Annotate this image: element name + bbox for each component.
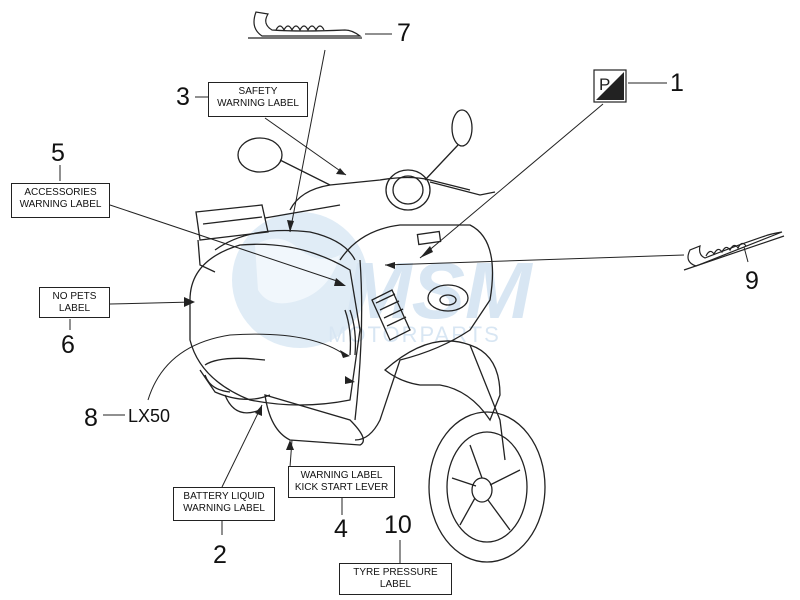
svg-text:P: P: [599, 75, 610, 94]
callout-number-7: 7: [397, 19, 411, 47]
callout-number-4: 4: [334, 515, 348, 543]
scooter-illustration: [189, 109, 546, 563]
vespa-logo-7: [248, 11, 362, 39]
label-line: WARNING LABEL: [300, 470, 383, 481]
callout-number-10: 10: [384, 511, 412, 539]
callout-number-2: 2: [213, 541, 227, 569]
label-box-accessories-warning: ACCESSORIES WARNING LABEL: [11, 183, 110, 218]
label-line: WARNING LABEL: [183, 503, 265, 514]
label-line: LABEL: [379, 579, 412, 590]
label-box-battery-liquid: BATTERY LIQUID WARNING LABEL: [173, 487, 275, 521]
label-line: TYRE PRESSURE: [353, 567, 438, 578]
label-box-safety-warning: SAFETY WARNING LABEL: [208, 82, 308, 117]
callout-number-1: 1: [670, 69, 684, 97]
label-line: WARNING LABEL: [217, 98, 299, 109]
label-line: ACCESSORIES: [24, 187, 97, 198]
leader-lines: [59, 33, 749, 563]
callout-number-3: 3: [176, 83, 190, 111]
label-line: NO PETS: [52, 291, 97, 302]
label-line: BATTERY LIQUID: [183, 491, 265, 502]
callout-number-6: 6: [61, 331, 75, 359]
callout-number-9: 9: [745, 267, 759, 295]
watermark-logo: MSM MOTORPARTS: [232, 212, 534, 348]
callout-text-lx50: LX50: [128, 406, 171, 426]
piaggio-badge-1: P: [593, 69, 627, 103]
callout-number-5: 5: [51, 139, 65, 167]
label-box-kick-start: WARNING LABEL KICK START LEVER: [288, 466, 395, 498]
vespa-logo-9: [683, 231, 785, 271]
label-line: WARNING LABEL: [19, 199, 102, 210]
label-line: LABEL: [58, 303, 91, 314]
callout-number-8: 8: [84, 404, 98, 432]
label-box-no-pets: NO PETS LABEL: [39, 287, 110, 318]
label-line: SAFETY: [238, 86, 278, 97]
watermark-subtitle: MOTORPARTS: [328, 322, 501, 347]
label-line: KICK START LEVER: [294, 482, 389, 493]
label-box-tyre-pressure: TYRE PRESSURE LABEL: [339, 563, 452, 595]
horn-grille: [371, 289, 411, 341]
arrow-heads: [184, 168, 433, 450]
